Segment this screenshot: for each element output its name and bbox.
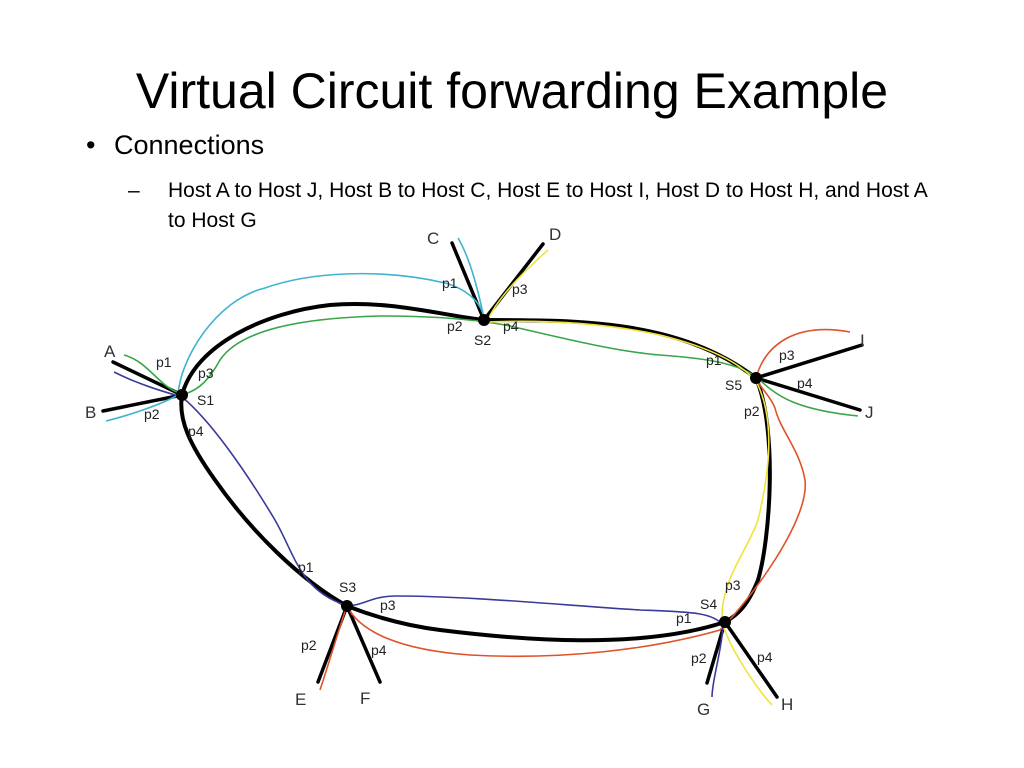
port-label-s2-p4: p4 [503,318,519,334]
port-label-s3-p1: p1 [298,559,314,575]
link-s1-b [101,393,184,413]
host-label-d: D [549,225,561,244]
port-label-s1-p1: p1 [156,354,172,370]
switch-nodes [176,314,762,628]
port-label-s2-p1: p1 [442,275,458,291]
sub-bullet-glyph: – [128,179,140,202]
bullet-glyph: • [86,130,96,160]
link-s5-j [754,376,862,412]
link-s1-s2 [180,302,486,397]
sub-bullet-connections: – Host A to Host J, Host B to Host C, Ho… [128,176,928,236]
circuit-a-to-j [123,315,859,417]
switch-node-s5 [750,372,762,384]
switch-node-s3 [341,600,353,612]
link-s3-f [345,604,382,684]
switch-label-s1: S1 [197,392,214,408]
ring-links [179,302,772,643]
switch-label-s5: S5 [725,377,742,393]
host-label-f: F [360,689,370,708]
port-label-s5-p2: p2 [744,403,760,419]
link-s2-c [450,241,486,322]
port-label-s4-p1: p1 [676,610,692,626]
host-label-j: J [865,403,874,422]
link-s5-s4 [723,376,772,624]
host-label-c: C [427,229,439,248]
switch-label-s4: S4 [700,596,717,612]
port-label-s1-p2: p2 [144,406,160,422]
host-label-h: H [781,695,793,714]
host-label-b: B [85,403,96,422]
sub-bullet-text: Host A to Host J, Host B to Host C, Host… [168,179,927,232]
switch-label-s2: S2 [474,332,491,348]
port-label-s5-p4: p4 [797,375,813,391]
host-label-g: G [697,700,710,719]
host-label-e: E [295,690,306,709]
port-label-s5-p1: p1 [706,352,722,368]
circuit-b-to-c [105,237,485,422]
port-label-s2-p3: p3 [512,281,528,297]
slide-title: Virtual Circuit forwarding Example [135,63,889,119]
port-label-s2-p2: p2 [447,318,463,334]
link-s4-s3 [345,604,727,643]
port-label-s5-p3: p3 [779,347,795,363]
port-label-s1-p3: p3 [198,365,214,381]
bullet-text: Connections [114,130,265,160]
switch-label-s3: S3 [339,579,356,595]
link-s4-h [723,620,779,699]
link-s2-d [482,242,545,322]
port-label-s4-p3: p3 [725,577,741,593]
bullet-connections: • Connections [86,130,264,161]
link-s5-i [754,343,864,380]
circuit-a-to-g [113,371,724,698]
link-s3-s1 [179,393,349,608]
host-label-a: A [104,342,116,361]
switch-node-s4 [719,616,731,628]
port-label-s1-p4: p4 [188,423,204,439]
switch-node-s1 [176,389,188,401]
port-label-s4-p4: p4 [757,649,773,665]
port-label-s3-p4: p4 [371,642,387,658]
host-label-i: I [860,331,865,350]
switch-node-s2 [478,314,490,326]
port-label-s3-p3: p3 [380,597,396,613]
port-label-s4-p2: p2 [691,650,707,666]
port-label-s3-p2: p2 [301,637,317,653]
